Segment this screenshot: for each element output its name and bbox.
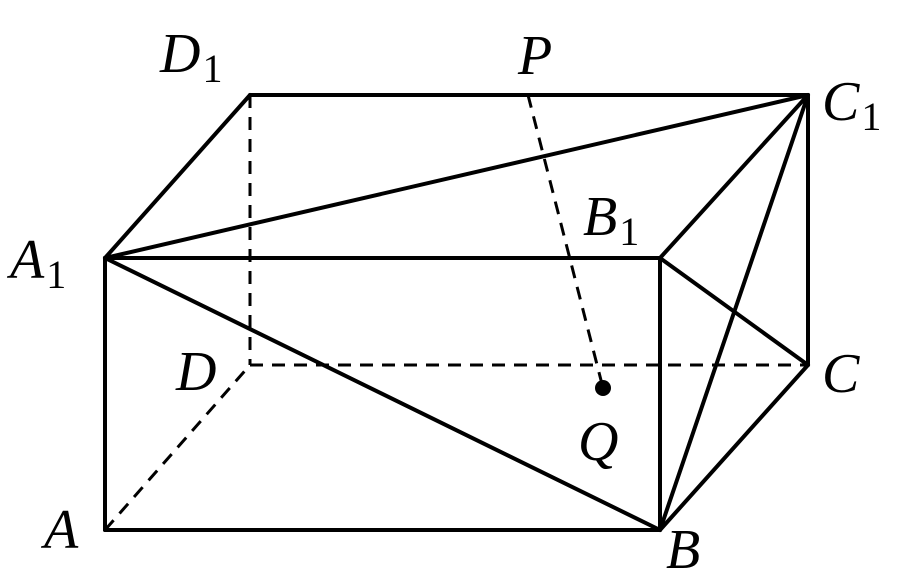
- diagonal-A1-C1: [103, 93, 810, 260]
- label-C: C: [822, 343, 860, 405]
- label-A1: A1: [6, 229, 66, 297]
- edge-A-D: [103, 364, 252, 531]
- edge-A1-D1: [103, 93, 252, 260]
- edge-B1-C1: [658, 93, 810, 260]
- label-P: P: [517, 25, 552, 87]
- label-B: B: [666, 519, 700, 581]
- segment-P-Q: [526, 94, 605, 389]
- label-C1: C1: [822, 71, 881, 139]
- point-Q-dot: [595, 380, 611, 396]
- label-A: A: [40, 499, 79, 561]
- diagonal-B1-C: [658, 256, 810, 367]
- label-D: D: [175, 341, 216, 403]
- label-B1: B1: [583, 186, 639, 254]
- diagonal-A1-B: [103, 256, 662, 532]
- edge-B-C: [658, 363, 810, 532]
- label-D1: D1: [159, 23, 222, 91]
- label-Q: Q: [578, 411, 618, 473]
